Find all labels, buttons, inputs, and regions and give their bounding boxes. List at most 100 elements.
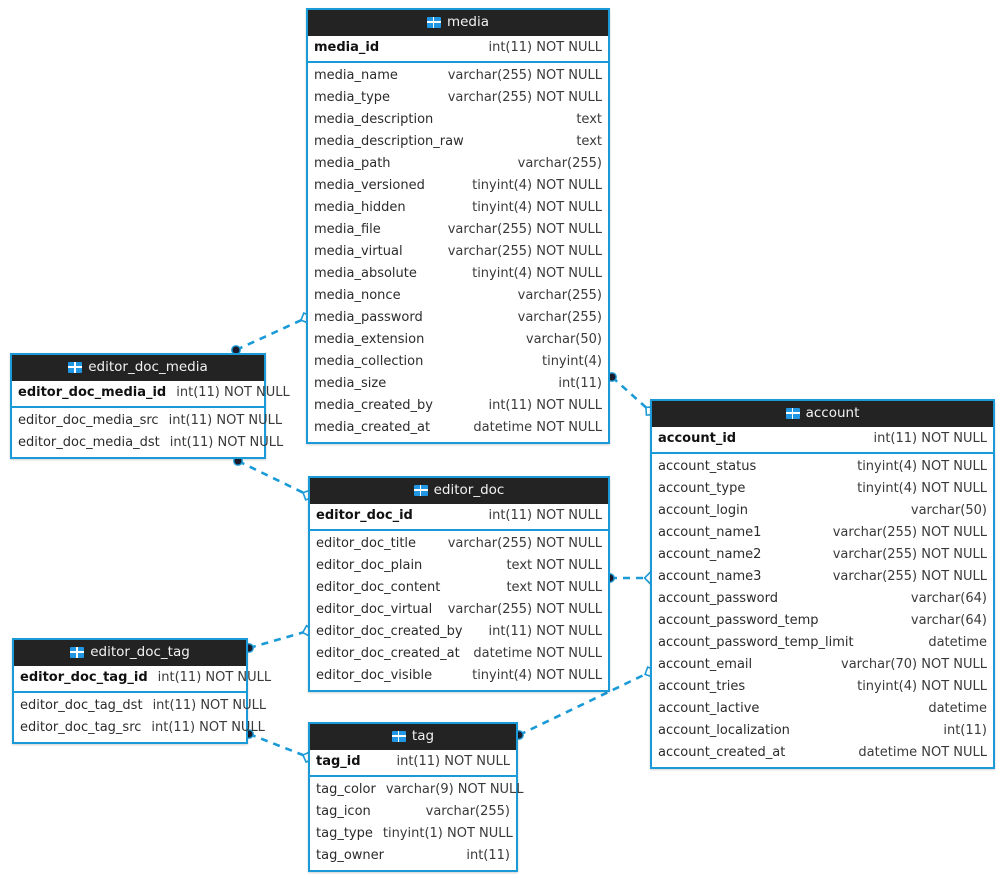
rel-editor_doc-account[interactable] <box>605 571 657 585</box>
attribute-type: int(11) <box>943 723 987 738</box>
entity-header-tag[interactable]: tag <box>310 724 516 750</box>
attribute-type: int(11) NOT NULL <box>488 624 602 639</box>
attribute-name: account_id <box>658 431 737 446</box>
attribute-type: varchar(64) <box>910 591 987 606</box>
rel-editor_doc_media-editor_doc[interactable] <box>233 456 314 501</box>
rel-media-account[interactable] <box>607 372 655 416</box>
attribute-name: editor_doc_plain <box>316 558 423 573</box>
attribute-type: int(11) <box>558 376 602 391</box>
attribute-row[interactable]: account_password varchar(64) <box>652 588 993 610</box>
entity-title: editor_doc <box>433 482 505 498</box>
attribute-name: media_created_by <box>314 398 433 413</box>
attribute-name: media_hidden <box>314 200 406 215</box>
attribute-name: editor_doc_virtual <box>316 602 433 617</box>
attribute-name: account_password <box>658 591 779 606</box>
attribute-name: account_name1 <box>658 525 762 540</box>
attribute-type: int(11) NOT NULL <box>169 435 284 450</box>
attribute-type: int(11) NOT NULL <box>488 40 602 55</box>
attribute-name: editor_doc_created_at <box>316 646 460 661</box>
attribute-row[interactable]: media_size int(11) <box>308 373 608 395</box>
entity-header-editor_doc[interactable]: editor_doc <box>310 478 608 504</box>
attribute-type: varchar(255) <box>425 804 510 819</box>
attribute-name: media_id <box>314 40 380 55</box>
entity-header-account[interactable]: account <box>652 401 993 427</box>
attribute-type: tinyint(1) NOT NULL <box>382 826 513 841</box>
attribute-name: editor_doc_title <box>316 536 417 551</box>
attribute-row[interactable]: account_name2 varchar(255) NOT NULL <box>652 544 993 566</box>
attribute-row[interactable]: media_description_raw text <box>308 131 608 153</box>
entity-header-media[interactable]: media <box>308 10 608 36</box>
attribute-row[interactable]: account_name1 varchar(255) NOT NULL <box>652 522 993 544</box>
attribute-name: media_size <box>314 376 387 391</box>
attribute-type: varchar(255) NOT NULL <box>832 525 987 540</box>
entity-header-editor_doc_media[interactable]: editor_doc_media <box>12 355 264 381</box>
attribute-name: editor_doc_media_id <box>18 385 167 400</box>
attribute-row-primary-key[interactable]: media_id int(11) NOT NULL <box>308 36 608 61</box>
rel-editor_doc_tag-editor_doc[interactable] <box>244 624 315 653</box>
attribute-name: editor_doc_media_dst <box>18 435 160 450</box>
attribute-name: media_description_raw <box>314 134 464 149</box>
table-icon <box>413 485 428 496</box>
entity-header-editor_doc_tag[interactable]: editor_doc_tag <box>14 640 246 666</box>
rel-editor_doc_media-media[interactable] <box>231 312 312 355</box>
attribute-row[interactable]: editor_doc_media_dst int(11) NOT NULL <box>12 432 283 454</box>
attribute-type: varchar(255) NOT NULL <box>832 547 987 562</box>
attribute-type: text <box>576 134 602 149</box>
attribute-name: tag_color <box>316 782 376 797</box>
attribute-name: account_name2 <box>658 547 762 562</box>
